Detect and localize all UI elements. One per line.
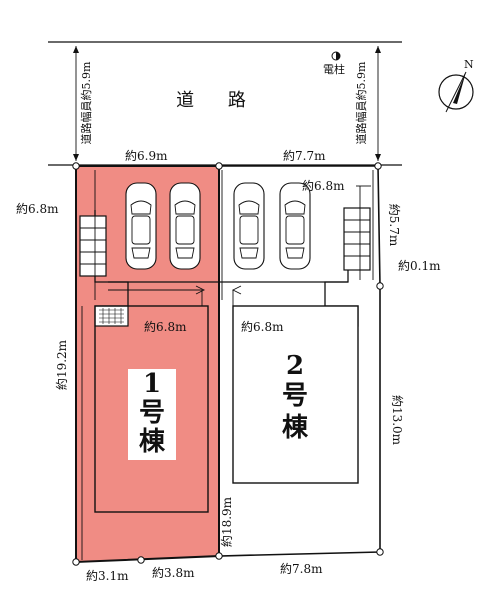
building-1-label-box [128, 369, 176, 460]
arrow-up-icon [375, 46, 381, 53]
lot-1-bottom-a: 約3.1m [86, 568, 129, 583]
building-2-outline [232, 305, 359, 484]
lot-2-top-depth: 約6.8m [302, 178, 345, 193]
car-icon [169, 182, 201, 270]
lot-2-right-side: 約13.0m [390, 395, 405, 446]
arrow-right-icon [195, 285, 206, 295]
building-2-label-2: 棟 [282, 413, 309, 443]
building-2-number: 2 [286, 351, 304, 381]
car-icon [233, 182, 265, 270]
lot-1-bottom-b: 約3.8m [152, 565, 195, 580]
utility-pole-icon [331, 51, 341, 61]
building-1-outline [94, 305, 209, 513]
building-1-label-2: 棟 [139, 427, 166, 457]
lot-1-stairs [79, 215, 107, 277]
arrow-left-icon [231, 285, 242, 295]
building-1-number: 1 [143, 369, 161, 399]
lot-2-bottom: 約7.8m [280, 561, 323, 576]
lot-2-frontage: 約7.7m [283, 148, 326, 163]
building-2-label-1: 号 [282, 381, 308, 411]
compass-n: N [464, 58, 474, 71]
car-icon [125, 182, 157, 270]
arrow-down-icon [375, 154, 381, 161]
lot-1-porch [94, 305, 129, 327]
arrow-down-icon [73, 154, 79, 161]
lot-2-entry-wall [324, 270, 349, 306]
lot-2-right-depth: 約5.7m [387, 204, 402, 247]
lot-1-left-depth: 約6.8m [16, 201, 59, 216]
lot-1-inner-line [108, 289, 203, 306]
lot-2-middle-side: 約18.9m [219, 496, 234, 547]
lot-1-setback: 約6.8m [144, 319, 187, 334]
parking-cars [125, 182, 311, 270]
lot-1-frontage: 約6.9m [125, 148, 168, 163]
boundary-markers [72, 162, 384, 566]
north-arrow-icon [438, 71, 474, 113]
lot-2-offset: 約0.1m [398, 258, 441, 273]
road-width-right: 道路幅員約5.9m [354, 61, 368, 144]
lot-1-side: 約19.2m [54, 339, 69, 390]
road-label: 道 路 [176, 90, 260, 111]
lot-2 [218, 165, 381, 557]
lot-2-setback: 約6.8m [241, 319, 284, 334]
road-width-left: 道路幅員約5.9m [79, 61, 93, 144]
lot-2-stairs [343, 207, 371, 271]
pole-label: 電柱 [323, 62, 345, 76]
arrow-up-icon [73, 46, 79, 53]
building-1-label-1: 号 [139, 398, 165, 428]
car-icon [279, 182, 311, 270]
